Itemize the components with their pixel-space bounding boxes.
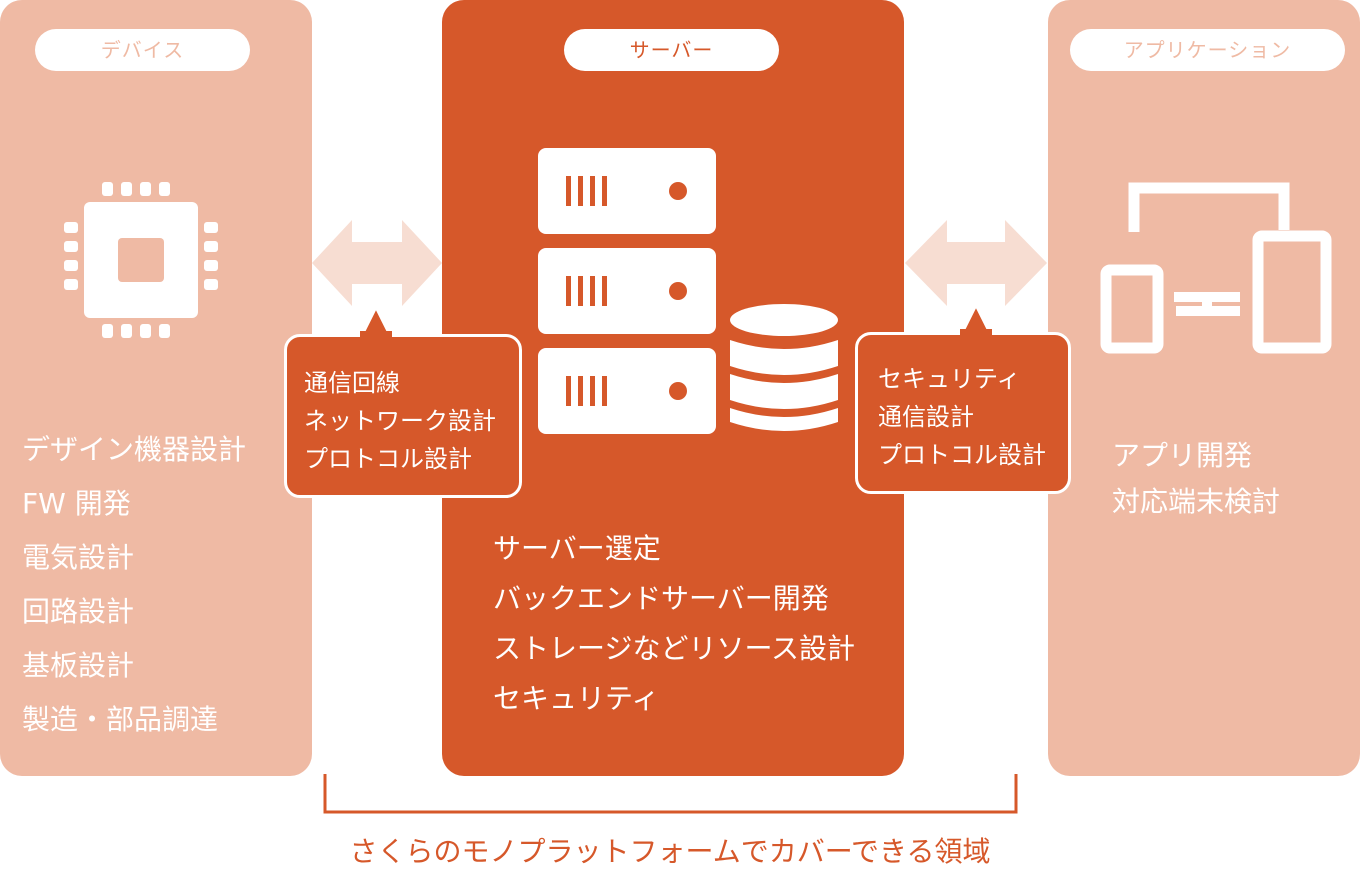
application-item: 対応端末検討 bbox=[1112, 485, 1281, 518]
double-arrow-icon bbox=[312, 220, 442, 306]
device-item: デザイン機器設計 bbox=[22, 433, 247, 466]
application-title: アプリケーション bbox=[1070, 29, 1345, 71]
server-task-list: サーバー選定 バックエンドサーバー開発 ストレージなどリソース設計 セキュリティ bbox=[493, 524, 855, 724]
link-item: 通信設計 bbox=[878, 403, 974, 431]
device-panel bbox=[0, 0, 312, 776]
device-task-list: デザイン機器設計 FW 開発 電気設計 回路設計 基板設計 製造・部品調達 bbox=[22, 423, 246, 747]
link-item: セキュリティ bbox=[878, 365, 1021, 393]
server-rack-icon bbox=[538, 148, 716, 434]
server-item: バックエンドサーバー開発 bbox=[493, 582, 829, 615]
device-item: 電気設計 bbox=[22, 541, 135, 574]
bubble-pointer-mask bbox=[960, 329, 992, 337]
bubble-pointer-mask bbox=[360, 331, 392, 339]
application-item: アプリ開発 bbox=[1112, 439, 1253, 472]
server-item: サーバー選定 bbox=[493, 532, 661, 565]
device-item: 基板設計 bbox=[22, 649, 135, 682]
link-item: プロトコル設計 bbox=[304, 445, 472, 473]
database-icon bbox=[730, 304, 838, 431]
server-title: サーバー bbox=[564, 29, 779, 71]
devices-icon bbox=[1100, 182, 1332, 354]
device-title: デバイス bbox=[35, 29, 250, 71]
server-app-link-bubble: セキュリティ 通信設計 プロトコル設計 bbox=[855, 332, 1071, 494]
device-item: 回路設計 bbox=[22, 595, 135, 628]
link-item: ネットワーク設計 bbox=[304, 407, 496, 435]
server-item: ストレージなどリソース設計 bbox=[493, 632, 856, 665]
application-panel bbox=[1048, 0, 1360, 776]
link-item: プロトコル設計 bbox=[878, 441, 1046, 469]
link-item: 通信回線 bbox=[304, 369, 400, 397]
coverage-bracket bbox=[323, 774, 1018, 814]
coverage-caption: さくらのモノプラットフォームでカバーできる領域 bbox=[349, 835, 991, 868]
device-item: FW 開発 bbox=[22, 487, 131, 520]
device-item: 製造・部品調達 bbox=[22, 703, 219, 736]
chip-icon bbox=[64, 182, 218, 338]
application-task-list: アプリ開発 対応端末検討 bbox=[1112, 433, 1280, 525]
device-server-link-bubble: 通信回線 ネットワーク設計 プロトコル設計 bbox=[284, 334, 522, 498]
server-item: セキュリティ bbox=[493, 682, 660, 715]
double-arrow-icon bbox=[905, 220, 1047, 306]
